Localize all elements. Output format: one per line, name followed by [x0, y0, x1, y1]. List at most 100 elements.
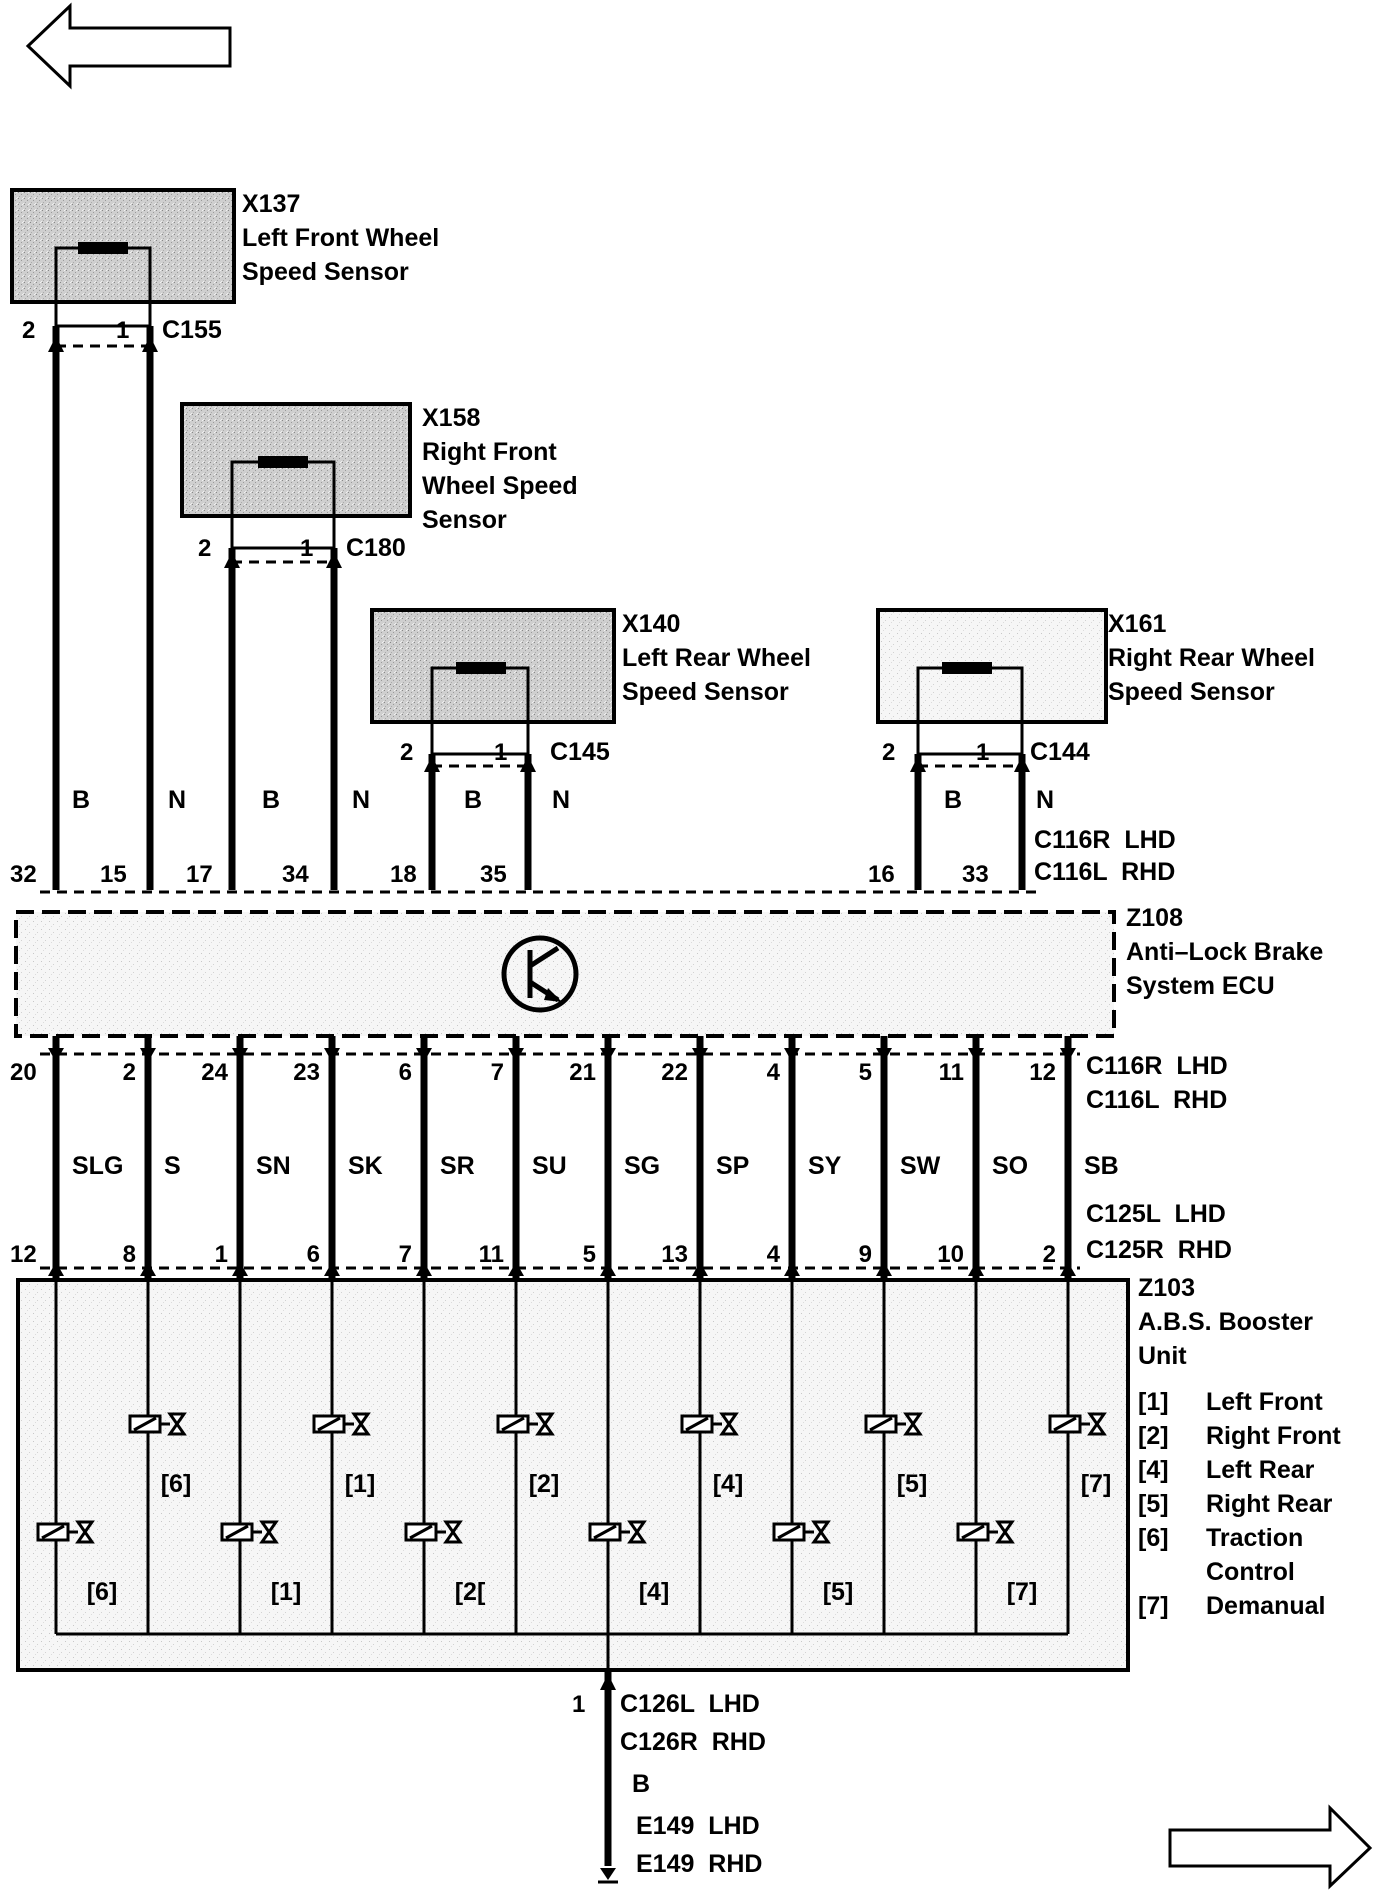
booster-pin: 12 [10, 1241, 37, 1268]
booster-name-1: A.B.S. Booster [1138, 1308, 1313, 1336]
ecu-name-1: Anti–Lock Brake [1126, 938, 1323, 966]
solenoid-valve-icon [680, 1412, 739, 1436]
legend-key-6: [6] [1138, 1524, 1169, 1552]
sensor-x140-connector: C145 [550, 738, 610, 766]
legend-value-4: Left Rear [1206, 1456, 1315, 1484]
ground-wire-color: B [632, 1770, 650, 1798]
ecu-bottom-pin: 12 [1029, 1059, 1056, 1086]
sensor-x137-pin-1: 1 [116, 317, 129, 344]
ecu-bottom-pin: 6 [399, 1059, 412, 1086]
ecu-pin-35: 35 [480, 861, 507, 888]
booster-pin: 2 [1043, 1241, 1056, 1268]
valve-label-upper: [7] [1081, 1470, 1112, 1498]
sensor-x140-code: X140 [622, 610, 680, 638]
solenoid-valve-icon [956, 1520, 1015, 1544]
wire-color-x161-b: B [944, 786, 962, 814]
sensor-x158-code: X158 [422, 404, 480, 432]
ecu-bottom-pin: 2 [123, 1059, 136, 1086]
ecu-pin-18: 18 [390, 861, 417, 888]
solenoid-valve-icon [772, 1520, 831, 1544]
solenoid-valve-icon [404, 1520, 463, 1544]
bus-wire-color: SG [624, 1152, 660, 1180]
sensor-wires [52, 326, 1026, 890]
sensor-x137-code: X137 [242, 190, 300, 218]
legend-value-6-cont: Control [1206, 1558, 1295, 1586]
valve-label-lower: [6] [87, 1578, 118, 1606]
bus-wire-color: SW [900, 1152, 941, 1180]
booster-pin: 4 [767, 1241, 781, 1268]
booster-pin: 9 [859, 1241, 872, 1268]
sensor-x158-connector: C180 [346, 534, 406, 562]
sensor-x161-pin-2: 2 [882, 739, 895, 766]
sensor-x161-name-2: Speed Sensor [1108, 678, 1275, 706]
solenoid-valve-icon [864, 1412, 923, 1436]
bus-wire-color: SK [348, 1152, 383, 1180]
ecu-pin-16: 16 [868, 861, 895, 888]
ecu-bottom-pin: 23 [293, 1059, 320, 1086]
wire-color-x161-n: N [1036, 786, 1054, 814]
solenoid-valve-icon [312, 1412, 371, 1436]
left-arrow-icon[interactable] [25, 2, 232, 90]
legend-value-1: Left Front [1206, 1388, 1323, 1416]
sensor-x137 [10, 188, 236, 328]
valve-label-lower: [1] [271, 1578, 302, 1606]
ecu-z108 [14, 910, 1116, 1038]
booster-z103 [16, 1278, 1130, 1700]
legend-value-5: Right Rear [1206, 1490, 1333, 1518]
bus-wire-color: SR [440, 1152, 475, 1180]
ecu-bottom-connector-2: C116L RHD [1086, 1086, 1227, 1114]
earth-label-2: E149 RHD [636, 1850, 762, 1878]
ecu-name-2: System ECU [1126, 972, 1275, 1000]
ecu-pin-17: 17 [186, 861, 213, 888]
wire-color-x158-b: B [262, 786, 280, 814]
solenoid-valve-icon [36, 1520, 95, 1544]
ecu-bottom-pin: 20 [10, 1059, 37, 1086]
ecu-bottom-pin: 11 [939, 1059, 964, 1086]
valve-label-lower: [2[ [455, 1578, 486, 1606]
booster-name-2: Unit [1138, 1342, 1187, 1370]
wire-color-x140-b: B [464, 786, 482, 814]
wire-color-x140-n: N [552, 786, 570, 814]
booster-pin: 13 [661, 1241, 688, 1268]
booster-code: Z103 [1138, 1274, 1195, 1302]
ecu-bottom-pin: 7 [491, 1059, 504, 1086]
legend-key-1: [1] [1138, 1388, 1169, 1416]
sensor-x161 [876, 608, 1108, 756]
ground-pin: 1 [572, 1691, 585, 1718]
ground-connector-2: C126R RHD [620, 1728, 766, 1756]
valve-label-upper: [1] [345, 1470, 376, 1498]
sensor-x137-connector: C155 [162, 316, 222, 344]
sensor-x158-pin-1: 1 [300, 535, 313, 562]
sensor-x140-pin-1: 1 [494, 739, 507, 766]
ground-connector-1: C126L LHD [620, 1690, 760, 1718]
earth-label-1: E149 LHD [636, 1812, 760, 1840]
sensor-x137-name-1: Left Front Wheel [242, 224, 439, 252]
bus-wire-color: SB [1084, 1152, 1119, 1180]
right-arrow-icon[interactable] [1168, 1804, 1373, 1890]
ecu-pin-34: 34 [282, 861, 309, 888]
legend-key-7: [7] [1138, 1592, 1169, 1620]
valve-label-lower: [4] [639, 1578, 670, 1606]
booster-pin: 7 [399, 1241, 412, 1268]
sensor-x161-name-1: Right Rear Wheel [1108, 644, 1315, 672]
labels: X137 Left Front Wheel Speed Sensor 2 1 C… [10, 190, 1341, 1878]
ecu-top-connector-1: C116R LHD [1034, 826, 1176, 854]
sensor-x140-name-1: Left Rear Wheel [622, 644, 811, 672]
valve-symbols [36, 1412, 1107, 1544]
sensor-x158-name-2: Wheel Speed [422, 472, 578, 500]
ecu-code: Z108 [1126, 904, 1183, 932]
sensor-x161-pin-1: 1 [976, 739, 989, 766]
valve-label-lower: [5] [823, 1578, 854, 1606]
bus-wire-color: S [164, 1152, 181, 1180]
sensor-x140-pin-2: 2 [400, 739, 413, 766]
sensor-x161-connector: C144 [1030, 738, 1090, 766]
bus-wire-color: SU [532, 1152, 567, 1180]
booster-connector-1: C125L LHD [1086, 1200, 1226, 1228]
legend-value-2: Right Front [1206, 1422, 1341, 1450]
solenoid-valve-icon [1048, 1412, 1107, 1436]
legend-value-7: Demanual [1206, 1592, 1325, 1620]
bus-wire-color: SLG [72, 1152, 123, 1180]
ecu-bottom-pin: 22 [661, 1059, 688, 1086]
booster-pin: 10 [937, 1241, 964, 1268]
